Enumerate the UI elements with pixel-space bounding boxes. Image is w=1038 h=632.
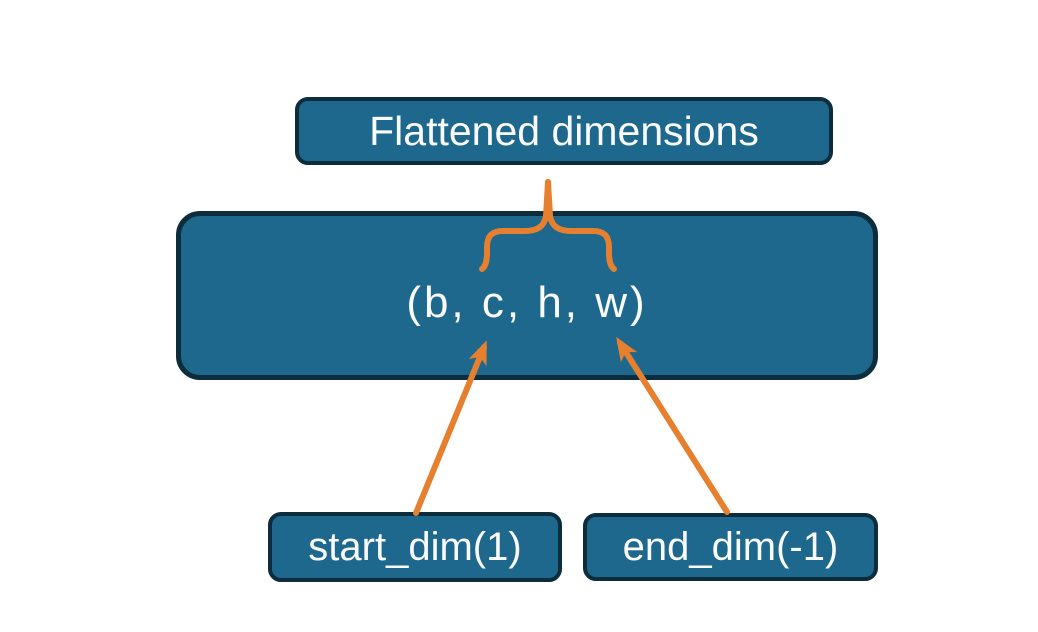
node-end-dim-label: end_dim(-1) (622, 524, 839, 569)
node-start-dim: start_dim(1) (268, 512, 562, 582)
node-flattened-dimensions-label: Flattened dimensions (369, 107, 759, 154)
node-end-dim: end_dim(-1) (583, 513, 878, 581)
node-tensor-shape-label: (b, c, h, w) (406, 278, 648, 327)
node-tensor-shape: (b, c, h, w) (176, 211, 878, 380)
node-start-dim-label: start_dim(1) (308, 524, 522, 569)
node-flattened-dimensions: Flattened dimensions (295, 97, 833, 165)
